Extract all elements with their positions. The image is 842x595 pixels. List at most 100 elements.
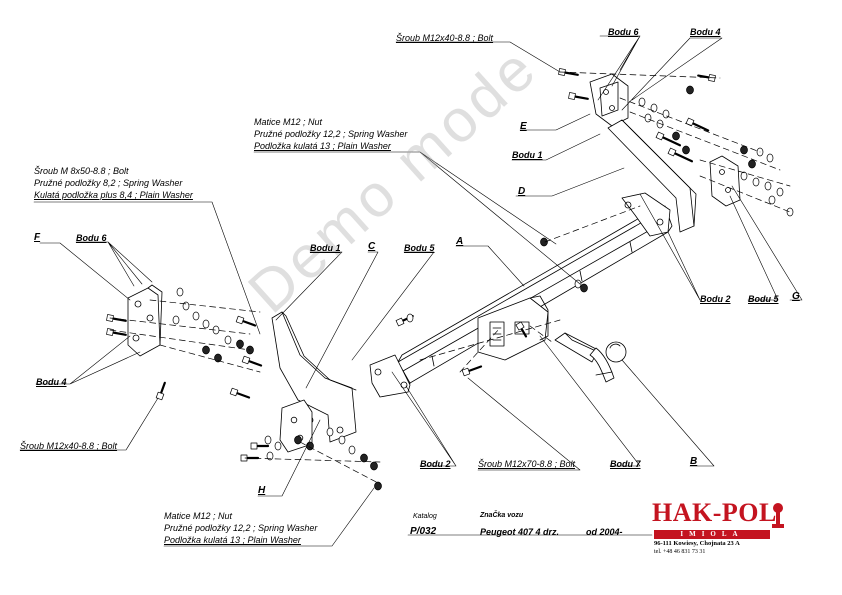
label-part-f: F <box>34 232 41 243</box>
right-top-bracket-part-e <box>589 73 629 127</box>
katalog-value: P/032 <box>410 526 437 537</box>
nut <box>374 481 382 491</box>
bolt-head <box>241 355 251 365</box>
label-part-e: E <box>520 121 527 132</box>
bolt-shank <box>670 150 694 163</box>
washer <box>326 427 334 437</box>
label-part-g: G <box>792 291 800 302</box>
washer <box>766 153 774 163</box>
label-bodu2-bottom: Bodu 2 <box>420 459 451 469</box>
washer <box>202 319 210 329</box>
logo-address: 96-111 Kowiesy, Chojnata 23 A <box>654 540 740 547</box>
label-bolt70: Šroub M12x70-8.8 ; Bolt <box>478 459 576 469</box>
nut <box>202 345 210 355</box>
bolt-head <box>655 131 665 141</box>
bolt-head <box>250 442 258 450</box>
nut <box>686 85 694 95</box>
label-part-d: D <box>518 186 526 197</box>
washer <box>274 441 282 451</box>
washer <box>786 207 794 217</box>
washer <box>644 113 652 123</box>
washer <box>776 187 784 197</box>
washer <box>740 171 748 181</box>
label-nut-top-2: Pružné podložky 12,2 ; Spring Washer <box>254 129 408 139</box>
washer <box>182 301 190 311</box>
tow-ball-icon <box>772 503 784 528</box>
katalog-label: Katalog <box>413 513 437 520</box>
label-bodu4-top: Bodu 4 <box>690 27 721 37</box>
nut <box>294 435 302 445</box>
logo-strap: IMIOLA <box>654 530 770 539</box>
washer <box>192 311 200 321</box>
bolt-head <box>395 317 405 327</box>
washer <box>224 335 232 345</box>
label-bodu7: Bodu 7 <box>610 459 641 469</box>
hak-pol-logo: HAK-POL IMIOLA 96-111 Kowiesy, Chojnata … <box>652 498 792 593</box>
label-bolt-top: Šroub M12x40-8.8 ; Bolt <box>396 33 494 43</box>
nut <box>214 353 222 363</box>
label-bolt8-2: Pružné podložky 8,2 ; Spring Washer <box>34 178 183 188</box>
label-nut-bot-2: Pružné podložky 12,2 ; Spring Washer <box>164 523 318 533</box>
right-bracket-part-d <box>607 119 697 233</box>
washer <box>764 181 772 191</box>
nut <box>236 339 244 349</box>
bolt-head <box>235 315 245 325</box>
label-bodu4-left: Bodu 4 <box>36 377 67 387</box>
label-bodu6-left: Bodu 6 <box>76 233 107 243</box>
label-bodu2-right: Bodu 2 <box>700 294 731 304</box>
nut <box>740 145 748 155</box>
bolt-head <box>461 367 471 377</box>
label-part-h: H <box>258 485 266 496</box>
logo-name: HAK-POL <box>652 498 777 527</box>
label-bodu5-mid: Bodu 5 <box>404 243 435 253</box>
label-bolt8-1: Šroub M 8x50-8.8 ; Bolt <box>34 166 129 176</box>
logo-phone: tel. +48 46 831 73 31 <box>654 549 706 555</box>
nut <box>360 453 368 463</box>
leader-lines <box>19 35 803 547</box>
label-bodu6-top: Bodu 6 <box>608 27 639 37</box>
bolt-head <box>106 328 114 336</box>
bolt-head <box>515 321 525 331</box>
nut <box>370 461 378 471</box>
label-nut-top-3: Podložka kulatá 13 ; Plain Washer <box>254 141 391 151</box>
label-bodu1-right: Bodu 1 <box>512 150 543 160</box>
fastener-hardware <box>106 68 794 491</box>
washer <box>264 435 272 445</box>
washer <box>176 287 184 297</box>
washer <box>348 445 356 455</box>
label-nut-top-1: Matice M12 ; Nut <box>254 117 323 127</box>
label-bodu5-right: Bodu 5 <box>748 294 779 304</box>
bolt-shank <box>658 134 682 147</box>
nut <box>748 159 756 169</box>
bolt-head <box>229 387 239 397</box>
washer <box>172 315 180 325</box>
washer <box>338 435 346 445</box>
znacka-label: ZnaČka vozu <box>480 512 524 519</box>
center-bracket <box>477 295 549 361</box>
label-bolt-left: Šroub M12x40-8.8 ; Bolt <box>20 441 118 451</box>
washer <box>574 279 582 289</box>
washer <box>650 103 658 113</box>
washer <box>752 177 760 187</box>
vehicle-model: Peugeot 407 4 drz. <box>480 527 560 537</box>
label-part-c: C <box>368 241 376 252</box>
bolt-head <box>667 147 677 157</box>
label-bolt8-3: Kulatá podložka plus 8,4 ; Plain Washer <box>34 190 193 200</box>
label-nut-bot-1: Matice M12 ; Nut <box>164 511 233 521</box>
vehicle-year: od 2004- <box>586 527 623 537</box>
nut <box>540 237 548 247</box>
label-bodu1-mid: Bodu 1 <box>310 243 341 253</box>
washer <box>656 119 664 129</box>
label-part-a: A <box>456 236 464 247</box>
nut <box>580 283 588 293</box>
washer <box>266 451 274 461</box>
washer <box>406 313 414 323</box>
right-plate-part-g <box>709 155 741 207</box>
label-part-b: B <box>690 456 698 467</box>
crossbar-part-a <box>394 204 673 393</box>
washer <box>768 195 776 205</box>
nut <box>682 145 690 155</box>
label-nut-bot-3: Podložka kulatá 13 ; Plain Washer <box>164 535 301 545</box>
